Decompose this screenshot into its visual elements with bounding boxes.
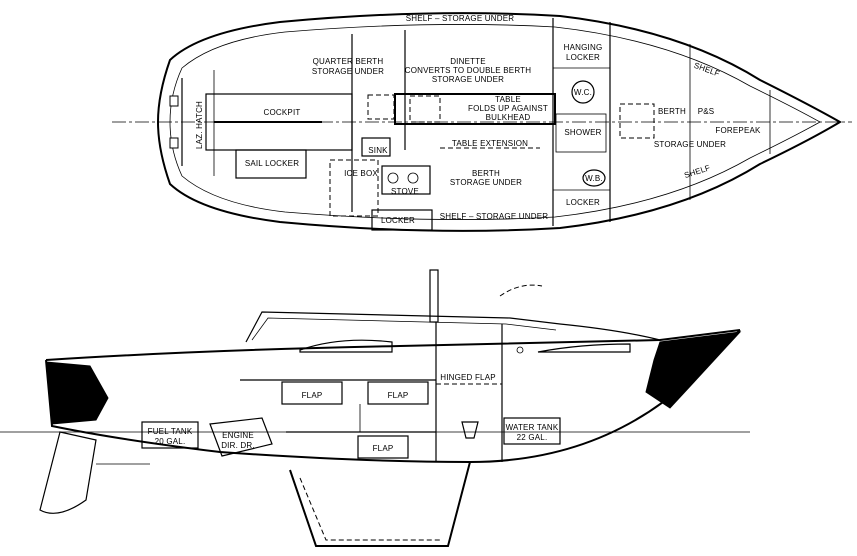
plan-label-storage-under: STORAGE UNDER xyxy=(654,140,726,149)
profile-hull xyxy=(45,329,741,464)
profile-label-engine-1: ENGINE xyxy=(222,431,254,440)
profile-portlight xyxy=(516,346,524,354)
profile-bow-fill xyxy=(645,331,742,409)
profile-label-flap-1: FLAP xyxy=(302,391,323,400)
plan-label-table-1: TABLE xyxy=(495,95,521,104)
profile-fuel-tank-box xyxy=(141,421,199,449)
plan-dinette-table xyxy=(394,93,556,125)
profile-label-fuel-tank-2: 20 GAL. xyxy=(155,437,186,446)
profile-window-1 xyxy=(299,339,393,353)
plan-label-sink: SINK xyxy=(368,146,388,155)
plan-wb-basin xyxy=(582,169,606,187)
plan-label-quarter-berth-1: QUARTER BERTH xyxy=(313,57,384,66)
profile-cabin-inner xyxy=(251,317,557,341)
plan-label-shelf-lower: SHELF xyxy=(683,163,711,180)
plan-label-table-3: BULKHEAD xyxy=(486,113,531,122)
profile-sheer-line xyxy=(45,329,741,361)
plan-view: SHELF – STORAGE UNDER HANGING LOCKER SHE… xyxy=(112,12,852,232)
profile-flap-box-1 xyxy=(281,381,343,405)
profile-label-hinged-flap: HINGED FLAP xyxy=(440,373,496,382)
plan-label-wb: W.B. xyxy=(585,174,603,183)
plan-stove-box xyxy=(381,165,431,195)
plan-label-berth-fwd: BERTH xyxy=(658,107,686,116)
plan-locker-aft-box xyxy=(371,209,433,231)
profile-label-flap-2: FLAP xyxy=(388,391,409,400)
profile-engine-box xyxy=(209,417,273,457)
plan-label-stove: STOVE xyxy=(391,187,419,196)
plan-winch-port xyxy=(169,95,179,107)
plan-forward-hatch xyxy=(619,103,655,139)
plan-label-sail-locker: SAIL LOCKER xyxy=(245,159,299,168)
plan-label-shower: SHOWER xyxy=(564,128,601,137)
plan-label-table-extension: TABLE EXTENSION xyxy=(452,139,528,148)
plan-label-shelf-upper: SHELF xyxy=(693,61,721,79)
plan-label-dinette-1: DINETTE xyxy=(450,57,486,66)
plan-label-locker-fwd: LOCKER xyxy=(566,198,600,207)
plan-winch-stbd xyxy=(169,137,179,149)
profile-keel xyxy=(289,461,471,547)
plan-label-wc: W.C. xyxy=(574,88,592,97)
plan-label-laz-hatch: LAZ. HATCH xyxy=(195,101,204,149)
plan-label-hanging-2: LOCKER xyxy=(566,53,600,62)
plan-label-ps: P&S xyxy=(698,107,715,116)
plan-deck-line xyxy=(169,24,821,220)
profile-mast xyxy=(429,269,439,323)
plan-shower-area xyxy=(555,113,607,153)
profile-rudder xyxy=(39,431,97,514)
profile-label-fuel-tank-1: FUEL TANK xyxy=(148,427,193,436)
plan-label-ice-box: ICE BOX xyxy=(344,169,378,178)
plan-burner-2 xyxy=(407,172,419,184)
plan-label-cockpit: COCKPIT xyxy=(264,108,301,117)
plan-hull-outline xyxy=(156,12,842,232)
plan-galley-hatch xyxy=(367,94,395,120)
profile-label-engine-2: DIR. DR. xyxy=(221,441,255,450)
profile-flap-box-3 xyxy=(357,435,409,459)
profile-ballast-line xyxy=(299,477,440,541)
profile-toilet xyxy=(461,421,479,439)
plan-icebox-outline xyxy=(329,159,379,217)
profile-stern-fill xyxy=(45,361,109,425)
plan-label-dinette-2: CONVERTS TO DOUBLE BERTH xyxy=(405,66,531,75)
plan-burner-1 xyxy=(387,172,399,184)
profile-label-flap-3: FLAP xyxy=(373,444,394,453)
profile-view: HINGED FLAP FLAP FLAP FLAP FUEL TANK 20 … xyxy=(0,269,750,547)
profile-window-2 xyxy=(537,343,631,353)
plan-label-hanging-1: HANGING xyxy=(564,43,603,52)
plan-label-shelf-bottom: SHELF – STORAGE UNDER xyxy=(440,212,549,221)
profile-label-water-tank-2: 22 GAL. xyxy=(517,433,548,442)
plan-label-shelf-top: SHELF – STORAGE UNDER xyxy=(406,14,515,23)
plan-label-berth-1: BERTH xyxy=(472,169,500,178)
plan-label-dinette-3: STORAGE UNDER xyxy=(432,75,504,84)
plan-wc-bowl xyxy=(571,80,595,104)
plan-table-hatch xyxy=(409,95,441,123)
profile-label-water-tank-1: WATER TANK xyxy=(506,423,559,432)
profile-cabin-top xyxy=(245,311,661,343)
profile-flap-box-2 xyxy=(367,381,429,405)
plan-label-forepeak: FOREPEAK xyxy=(715,126,761,135)
plan-label-quarter-berth-2: STORAGE UNDER xyxy=(312,67,384,76)
profile-water-tank-box xyxy=(503,417,561,445)
plan-sail-locker-box xyxy=(235,149,307,179)
plan-label-table-2: FOLDS UP AGAINST xyxy=(468,104,548,113)
plan-sink-box xyxy=(361,137,391,157)
plan-label-berth-2: STORAGE UNDER xyxy=(450,178,522,187)
plan-label-locker-aft: LOCKER xyxy=(381,216,415,225)
profile-hatch-arc xyxy=(499,284,543,297)
